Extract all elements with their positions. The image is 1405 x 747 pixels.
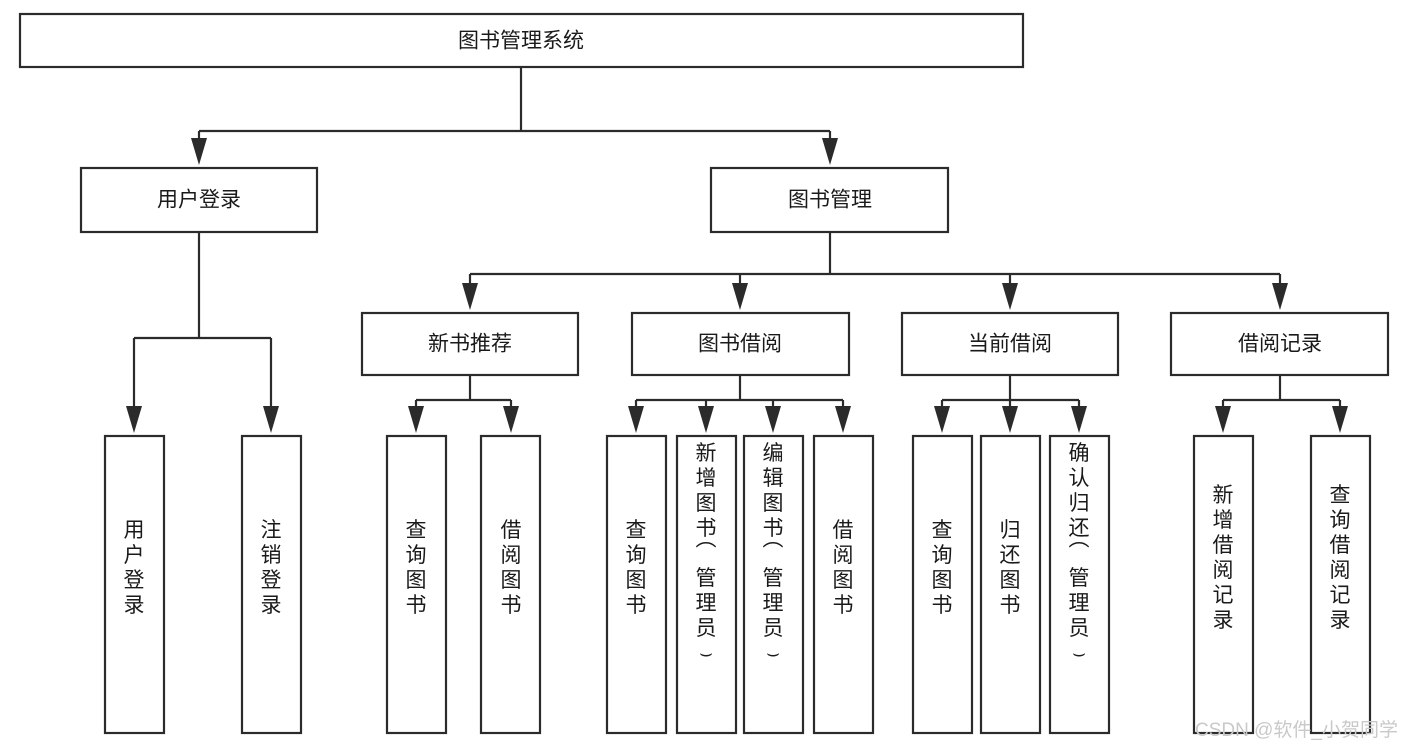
edges-borrow-record-to-leaves [1215, 375, 1348, 433]
leaf-user-login-label: 用户登录 [124, 519, 145, 617]
leaf-cb-confirm-return[interactable]: 确认归还⌒管理员⌣ [1048, 434, 1111, 735]
leaf-br-query-record-box[interactable] [1309, 434, 1372, 735]
node-user-login-box[interactable] [79, 166, 319, 234]
leaf-bb-edit-book-box[interactable] [742, 434, 805, 735]
leaf-bb-add-book-box[interactable] [675, 434, 738, 735]
leaf-bb-query-book[interactable]: 查询图书 [605, 434, 668, 735]
node-new-book-recommend-box[interactable] [360, 311, 580, 377]
leaf-nb-query-book-label: 查询图书 [406, 519, 427, 617]
node-book-management-box[interactable] [709, 166, 950, 234]
leaf-bb-borrow-book-box[interactable] [812, 434, 875, 735]
leaf-cb-query-book-box[interactable] [911, 434, 974, 735]
node-current-borrow-label: 当前借阅 [968, 333, 1052, 356]
leaf-bb-borrow-book-label: 借阅图书 [833, 519, 854, 617]
edges-user-login-to-leaves [126, 232, 279, 433]
leaf-cb-query-book[interactable]: 查询图书 [911, 434, 974, 735]
leaf-user-login-box[interactable] [103, 434, 166, 735]
arrowhead-cb-leaf1 [934, 406, 950, 433]
node-borrow-record[interactable]: 借阅记录 [1169, 311, 1390, 377]
leaf-user-login[interactable]: 用户登录 [103, 434, 166, 735]
node-new-book-recommend-label: 新书推荐 [428, 333, 512, 356]
node-user-login-label: 用户登录 [157, 189, 241, 212]
leaf-bb-edit-book-label: 编辑图书⌒管理员⌣ [763, 442, 784, 665]
arrowhead-current-borrow [1002, 283, 1018, 310]
leaf-br-query-record-label: 查询借阅记录 [1330, 484, 1351, 632]
leaf-br-add-record-label: 新增借阅记录 [1213, 484, 1234, 632]
arrowhead-bb-leaf2 [698, 406, 714, 433]
leaf-nb-borrow-book-box[interactable] [479, 434, 542, 735]
leaf-cb-return-book-label: 归还图书 [1000, 519, 1021, 617]
arrowhead-leaf-user-login [126, 406, 142, 433]
node-root-system[interactable]: 图书管理系统 [18, 12, 1025, 69]
node-book-borrow-box[interactable] [630, 311, 851, 377]
edges-current-borrow-to-leaves [934, 375, 1087, 433]
arrowhead-book-borrow [732, 283, 748, 310]
leaf-bb-edit-book[interactable]: 编辑图书⌒管理员⌣ [742, 434, 805, 735]
node-root-box[interactable] [18, 12, 1025, 69]
arrowhead-cb-leaf2 [1002, 406, 1018, 433]
leaf-nb-borrow-book-label: 借阅图书 [501, 519, 522, 617]
leaf-cb-return-book[interactable]: 归还图书 [979, 434, 1042, 735]
arrowhead-nb-leaf1 [408, 406, 424, 433]
csdn-watermark: CSDN @软件_小贺同学 [1195, 719, 1398, 741]
arrowhead-user-login [191, 138, 207, 165]
leaf-cb-confirm-return-label: 确认归还⌒管理员⌣ [1069, 442, 1090, 665]
arrowhead-borrow-record [1272, 283, 1288, 310]
edges-book-borrow-to-leaves [628, 375, 851, 433]
arrowhead-new-book-recommend [462, 283, 478, 310]
leaf-br-add-record[interactable]: 新增借阅记录 [1192, 434, 1255, 735]
node-book-management[interactable]: 图书管理 [709, 166, 950, 234]
node-current-borrow[interactable]: 当前借阅 [900, 311, 1120, 377]
leaf-bb-query-book-label: 查询图书 [626, 519, 647, 617]
arrowhead-leaf-logout [263, 406, 279, 433]
leaf-cb-return-book-box[interactable] [979, 434, 1042, 735]
node-borrow-record-box[interactable] [1169, 311, 1390, 377]
leaf-br-add-record-box[interactable] [1192, 434, 1255, 735]
node-current-borrow-box[interactable] [900, 311, 1120, 377]
edges-new-book-to-leaves [408, 375, 519, 433]
leaf-cb-confirm-return-box[interactable] [1048, 434, 1111, 735]
arrowhead-nb-leaf2 [503, 406, 519, 433]
leaf-bb-query-book-box[interactable] [605, 434, 668, 735]
leaf-br-query-record[interactable]: 查询借阅记录 [1309, 434, 1372, 735]
leaf-logout[interactable]: 注销登录 [240, 434, 303, 735]
node-new-book-recommend[interactable]: 新书推荐 [360, 311, 580, 377]
leaf-bb-add-book[interactable]: 新增图书⌒管理员⌣ [675, 434, 738, 735]
edges-book-mgmt-to-level3 [462, 232, 1288, 310]
arrowhead-br-leaf2 [1332, 406, 1348, 433]
edges-root-to-level2 [191, 67, 838, 165]
leaf-nb-borrow-book[interactable]: 借阅图书 [479, 434, 542, 735]
leaf-logout-box[interactable] [240, 434, 303, 735]
arrowhead-bb-leaf4 [835, 406, 851, 433]
leaf-nb-query-book-box[interactable] [385, 434, 448, 735]
leaf-cb-query-book-label: 查询图书 [932, 519, 953, 617]
node-root-label: 图书管理系统 [458, 30, 584, 53]
node-book-management-label: 图书管理 [788, 189, 872, 212]
leaf-bb-borrow-book[interactable]: 借阅图书 [812, 434, 875, 735]
arrowhead-br-leaf1 [1215, 406, 1231, 433]
arrowhead-book-mgmt [822, 138, 838, 165]
node-book-borrow[interactable]: 图书借阅 [630, 311, 851, 377]
leaf-bb-add-book-label: 新增图书⌒管理员⌣ [696, 442, 717, 665]
leaf-nb-query-book[interactable]: 查询图书 [385, 434, 448, 735]
leaf-logout-label: 注销登录 [261, 519, 282, 617]
arrowhead-cb-leaf3 [1071, 406, 1087, 433]
node-user-login[interactable]: 用户登录 [79, 166, 319, 234]
arrowhead-bb-leaf1 [628, 406, 644, 433]
arrowhead-bb-leaf3 [765, 406, 781, 433]
node-book-borrow-label: 图书借阅 [698, 333, 782, 356]
node-borrow-record-label: 借阅记录 [1238, 333, 1322, 356]
